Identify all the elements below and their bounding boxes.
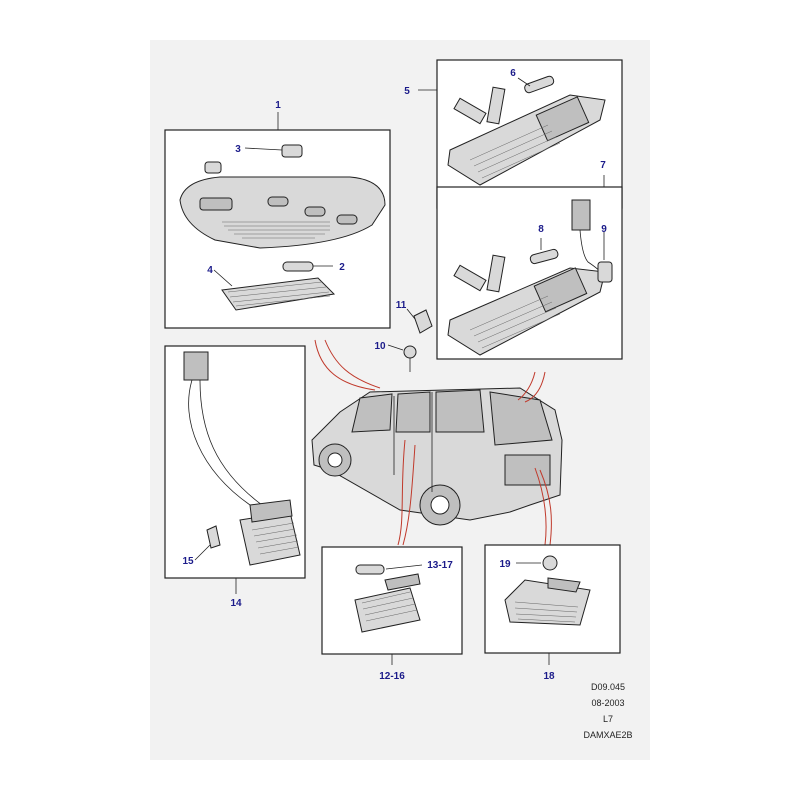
callout-11: 11 [396, 300, 407, 311]
console-grille [222, 221, 330, 239]
callout-9: 9 [601, 224, 607, 235]
console-button [267, 196, 289, 207]
callout-10: 10 [374, 341, 386, 352]
door-lamp-body [384, 573, 421, 591]
console-button [336, 214, 358, 225]
diagram-date: 08-2003 [591, 698, 624, 708]
callout-18: 18 [543, 671, 555, 682]
diagram-code: D09.045 [591, 682, 625, 692]
panel-rear-lamp-harness [436, 175, 623, 360]
rear-lamp-connector [486, 86, 506, 125]
vehicle-window-rear [435, 389, 485, 433]
vehicle-window-door [395, 391, 431, 433]
wedge-bulb [597, 261, 613, 283]
capless-bulb [542, 555, 558, 571]
harness-connector [571, 199, 591, 231]
fasteners [387, 308, 433, 372]
tailgate-lamp-bezel [547, 577, 581, 593]
callout-3: 3 [235, 144, 241, 155]
console-lamp-lens-large [221, 277, 336, 311]
festoon-bulb [282, 261, 314, 272]
loadspace-lamp-housing [239, 511, 301, 566]
console-button [304, 206, 326, 217]
guide-lines [314, 339, 552, 546]
callout-1: 1 [275, 100, 281, 111]
rear-lamp-lens [533, 267, 588, 313]
panel-loadspace-lamp [164, 345, 306, 594]
clip-fastener [413, 309, 433, 334]
festoon-bulb [355, 564, 385, 575]
wedge-bulb-small [204, 161, 222, 174]
callout-12-16: 12-16 [379, 671, 405, 682]
loadspace-lamp-bezel [249, 499, 293, 523]
panel-front-console [164, 112, 391, 329]
panel-door-lamp [321, 546, 463, 665]
vehicle-illustration [311, 387, 563, 526]
rear-lamp-clip [453, 97, 487, 125]
callout-8: 8 [538, 224, 544, 235]
screw-head [403, 345, 417, 359]
callout-19: 19 [499, 559, 511, 570]
panel-rear-lamp [418, 59, 623, 209]
console-lamp-lens [199, 197, 233, 211]
diagram-level: L7 [603, 714, 613, 724]
callout-5: 5 [404, 86, 410, 97]
diagram-id: DAMXAE2B [583, 730, 632, 740]
vehicle-window-front [351, 393, 393, 433]
vehicle-tailgate [504, 454, 551, 486]
callout-14: 14 [230, 598, 242, 609]
callout-2: 2 [339, 262, 345, 273]
rear-lamp-clip [453, 264, 487, 292]
festoon-bulb [524, 75, 555, 94]
wedge-bulb [206, 525, 221, 549]
harness-plug [183, 351, 209, 381]
festoon-bulb [529, 248, 559, 265]
callout-4: 4 [207, 265, 213, 276]
panel-tailgate-lamp [484, 544, 621, 665]
callout-6: 6 [510, 68, 516, 79]
callout-13-17: 13-17 [427, 560, 453, 571]
callout-7: 7 [600, 160, 606, 171]
callout-15: 15 [182, 556, 194, 567]
wedge-bulb [281, 144, 303, 158]
rear-lamp-connector [486, 254, 506, 293]
vehicle-rear-glass [489, 391, 553, 446]
